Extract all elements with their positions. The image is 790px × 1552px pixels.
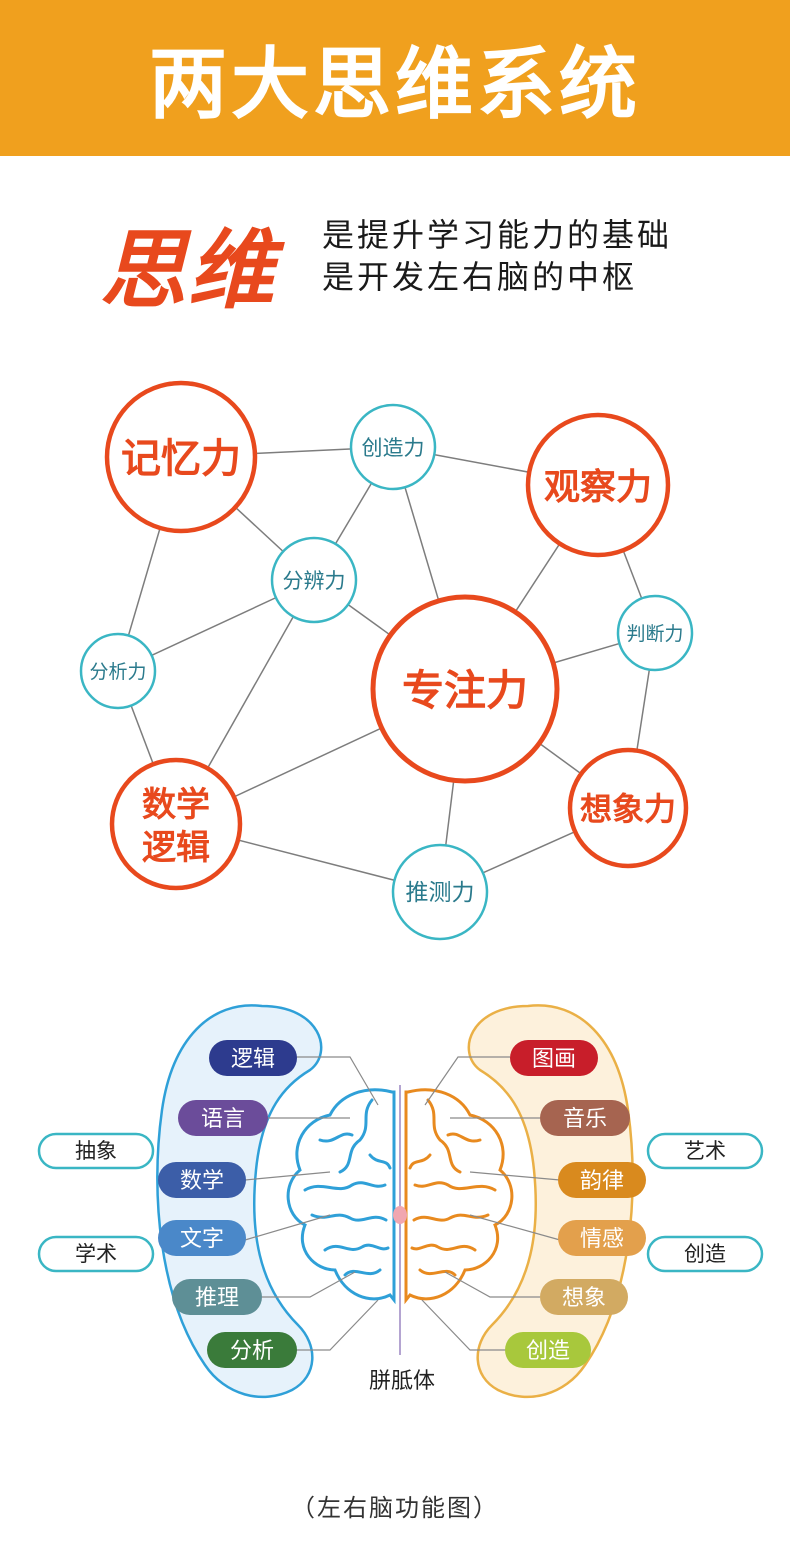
- node-judgment-label: 判断力: [626, 623, 683, 645]
- node-memory: 记忆力: [107, 383, 255, 531]
- tagline: 思维 是提升学习能力的基础 是开发左右脑的中枢: [100, 200, 720, 310]
- right-function-pill: 图画: [510, 1040, 598, 1076]
- diagram-caption: （左右脑功能图）: [0, 1488, 790, 1523]
- node-analysis-label: 分析力: [89, 661, 146, 683]
- node-discrimination: 分辨力: [272, 538, 356, 622]
- node-observation: 观察力: [528, 415, 668, 555]
- tagline-line-1: 是提升学习能力的基础: [322, 210, 672, 256]
- tagline-line-2: 是开发左右脑的中枢: [322, 252, 637, 298]
- node-math-logic: 数学 逻辑: [112, 760, 240, 888]
- left-outer-label: 抽象: [39, 1134, 153, 1168]
- node-imagination: 想象力: [570, 750, 686, 866]
- left-outer-label-text: 学术: [75, 1242, 117, 1266]
- node-creativity: 创造力: [351, 405, 435, 489]
- left-function-pill: 文字: [158, 1220, 246, 1256]
- left-pill-label: 逻辑: [231, 1047, 275, 1072]
- left-function-pill: 逻辑: [209, 1040, 297, 1076]
- left-function-pill: 推理: [172, 1279, 262, 1315]
- left-outer-label-text: 抽象: [75, 1139, 117, 1163]
- node-math-label-1: 数学: [142, 785, 210, 825]
- right-function-pill: 音乐: [540, 1100, 630, 1136]
- tagline-keyword: 思维: [100, 200, 276, 325]
- right-brain-illustration: [406, 1090, 512, 1300]
- node-math-label-2: 逻辑: [142, 828, 210, 868]
- node-inference: 推测力: [393, 845, 487, 939]
- right-function-pill: 韵律: [558, 1162, 646, 1198]
- right-outer-label: 创造: [648, 1237, 762, 1271]
- left-pill-label: 文字: [180, 1227, 224, 1252]
- left-function-pill: 语言: [178, 1100, 268, 1136]
- left-outer-label: 学术: [39, 1237, 153, 1271]
- left-brain-illustration: [288, 1090, 394, 1300]
- left-pill-label: 语言: [201, 1107, 245, 1132]
- node-judgment: 判断力: [618, 596, 692, 670]
- node-observation-label: 观察力: [544, 467, 652, 508]
- brain-function-diagram: 逻辑 语言 数学 文字 推理 分析 图画 音乐 韵律 情感 想象: [0, 990, 790, 1430]
- node-analysis: 分析力: [81, 634, 155, 708]
- left-function-pill: 分析: [207, 1332, 297, 1368]
- left-pill-label: 数学: [180, 1169, 224, 1194]
- node-inference-label: 推测力: [406, 880, 475, 906]
- left-pill-label: 推理: [195, 1286, 239, 1311]
- corpus-callosum-dot: [393, 1206, 407, 1224]
- right-pill-label: 图画: [532, 1047, 576, 1072]
- corpus-callosum-label: 胼胝体: [369, 1369, 435, 1394]
- right-outer-label-text: 艺术: [684, 1139, 726, 1163]
- node-focus: 专注力: [373, 597, 557, 781]
- left-pill-label: 分析: [230, 1339, 274, 1364]
- right-function-pill: 创造: [505, 1332, 591, 1368]
- right-pill-label: 想象: [562, 1286, 606, 1311]
- right-pill-label: 韵律: [580, 1169, 624, 1194]
- right-outer-label-text: 创造: [684, 1242, 726, 1266]
- right-pill-label: 创造: [526, 1339, 570, 1364]
- page-title: 两大思维系统: [149, 22, 641, 134]
- node-memory-label: 记忆力: [121, 436, 241, 482]
- left-function-pill: 数学: [158, 1162, 246, 1198]
- right-function-pill: 想象: [540, 1279, 628, 1315]
- node-creativity-label: 创造力: [362, 436, 425, 460]
- right-function-pill: 情感: [558, 1220, 646, 1256]
- ability-network-diagram: 记忆力 观察力 专注力 数学 逻辑 想象力 创造力 分辨力 分析力 判断力 推测…: [0, 360, 790, 960]
- right-pill-label: 音乐: [563, 1107, 607, 1132]
- right-pill-label: 情感: [580, 1227, 624, 1252]
- node-discrimination-label: 分辨力: [283, 569, 346, 593]
- node-imagination-label: 想象力: [580, 790, 676, 828]
- header-banner: 两大思维系统: [0, 0, 790, 156]
- right-outer-label: 艺术: [648, 1134, 762, 1168]
- node-focus-label: 专注力: [402, 666, 528, 715]
